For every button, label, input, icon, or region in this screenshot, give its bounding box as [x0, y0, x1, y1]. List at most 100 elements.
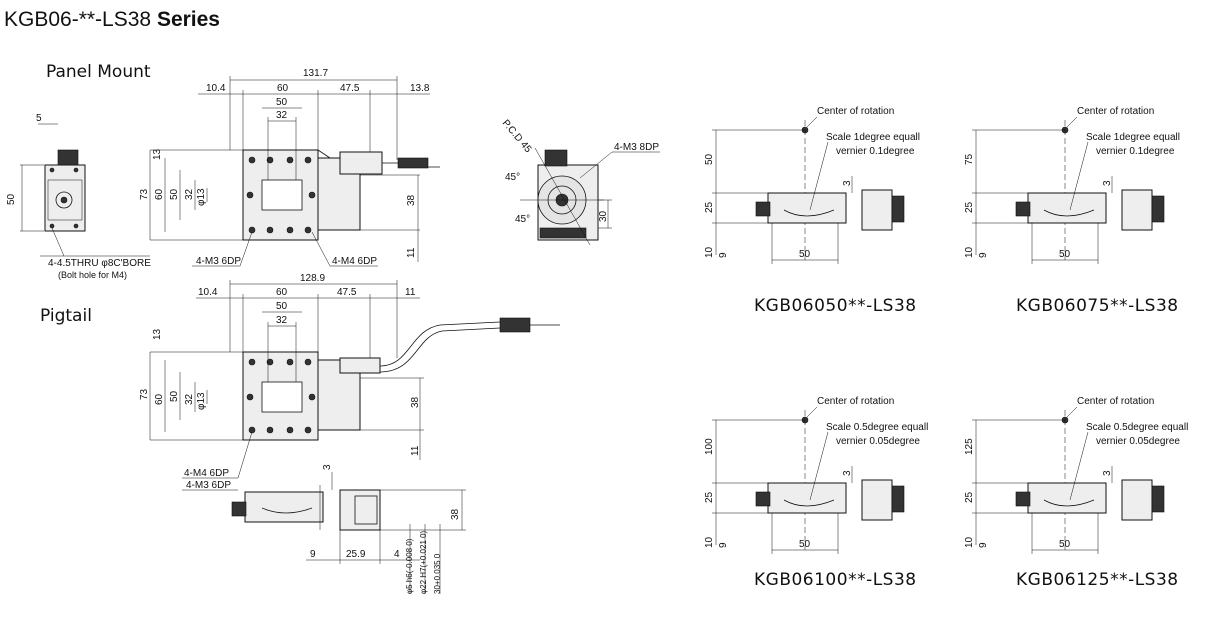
- connector: [1151, 195, 1165, 223]
- connector: [891, 485, 905, 513]
- pig-dim-128-9: 128.9: [300, 273, 325, 284]
- pig-dim-10-4: 10.4: [198, 287, 218, 298]
- dim-25: 25: [964, 491, 975, 503]
- dim-width: 50: [1059, 539, 1071, 550]
- rot-pcd: P.C.D 45: [500, 118, 534, 155]
- pig-left-phi13: φ13: [196, 392, 207, 410]
- dim-47-5: 47.5: [340, 83, 360, 94]
- dim-10: 10: [704, 536, 715, 548]
- rot-angle-2: 45°: [515, 214, 530, 225]
- dim-side-5: 5: [36, 113, 42, 124]
- pig-dim-47-5: 47.5: [337, 287, 357, 298]
- dim-left-phi13: φ13: [196, 188, 207, 206]
- pig-front-25-9: 25.9: [346, 549, 366, 560]
- dim-50: 50: [276, 97, 288, 108]
- stage-body: [767, 482, 847, 514]
- dim-131-7: 131.7: [303, 68, 328, 79]
- dim-25: 25: [704, 201, 715, 213]
- pig-dim-32: 32: [276, 315, 288, 326]
- scale-label: Scale 1degree equall: [1086, 132, 1180, 143]
- note-bolt-m4: (Bolt hole for M4): [58, 270, 127, 280]
- center-leader: [806, 406, 818, 418]
- dim-3: 3: [1102, 180, 1113, 186]
- scale-leader: [809, 141, 829, 211]
- pig-right-38: 38: [410, 396, 421, 408]
- motor-block: [1121, 189, 1153, 231]
- rot-dim-30: 30: [598, 210, 609, 222]
- pig-note-m4: 4-M4 6DP: [184, 468, 229, 479]
- dim-60: 60: [277, 83, 289, 94]
- scale-label: Scale 0.5degree equall: [826, 422, 928, 433]
- scale-leader: [809, 431, 829, 501]
- stage-body: [1027, 192, 1107, 224]
- stage-body: [1027, 482, 1107, 514]
- center-of-rotation-label: Center of rotation: [1077, 106, 1154, 117]
- knob: [1015, 201, 1031, 217]
- scale-arc: [783, 209, 835, 217]
- dim-9: 9: [718, 252, 729, 258]
- dim-width: 50: [799, 539, 811, 550]
- dim-height: 75: [964, 153, 975, 165]
- panel-side-view: 5 50 4-4.5THRU φ8C'BORE (Bolt hole for M…: [6, 113, 151, 280]
- dim-9: 9: [978, 252, 989, 258]
- title-series: Series: [156, 8, 220, 31]
- dim-left-50: 50: [169, 188, 180, 200]
- pig-dim-50: 50: [276, 301, 288, 312]
- knob: [755, 491, 771, 507]
- pig-left-60: 60: [154, 393, 165, 405]
- scale-leader: [1069, 141, 1089, 211]
- vernier-label: vernier 0.05degree: [1096, 436, 1180, 447]
- dim-height: 125: [964, 438, 975, 455]
- dim-25: 25: [964, 201, 975, 213]
- scale-arc: [1043, 499, 1095, 507]
- note-m4-6dp: 4-M4 6DP: [332, 256, 377, 267]
- rot-angle-1: 45°: [505, 172, 520, 183]
- panel-mount-heading: Panel Mount: [46, 62, 151, 82]
- pig-fit-phi5: φ5 h6(-0.008 0): [405, 538, 414, 594]
- dim-height: 50: [704, 153, 715, 165]
- scale-leader: [1069, 431, 1089, 501]
- dim-3: 3: [842, 470, 853, 476]
- pig-fit-30: 30+0.035 0: [433, 553, 442, 594]
- scale-arc: [1043, 209, 1095, 217]
- dim-9: 9: [718, 542, 729, 548]
- pig-left-50: 50: [169, 390, 180, 402]
- panel-top-view: 131.7 10.4 60 47.5 13.8 50 32 13 73 60 5…: [139, 68, 440, 267]
- pig-front-4: 4: [394, 549, 400, 560]
- model-label-1: KGB06050**-LS38: [754, 296, 917, 316]
- pig-front-3: 3: [322, 464, 333, 470]
- dim-left-13: 13: [152, 148, 163, 160]
- dim-10: 10: [704, 246, 715, 258]
- motor-block: [1121, 479, 1153, 521]
- model-label-2: KGB06075**-LS38: [1016, 296, 1179, 316]
- vernier-label: vernier 0.05degree: [836, 436, 920, 447]
- dim-3: 3: [1102, 470, 1113, 476]
- dim-9: 9: [978, 542, 989, 548]
- dim-10: 10: [964, 536, 975, 548]
- knob: [755, 201, 771, 217]
- pig-left-13: 13: [152, 328, 163, 340]
- motor-block: [861, 479, 893, 521]
- title-model: KGB06-**-LS38: [4, 8, 152, 31]
- model-label-4: KGB06125**-LS38: [1016, 570, 1179, 590]
- scale-arc: [783, 499, 835, 507]
- pig-note-m3: 4-M3 6DP: [186, 480, 231, 491]
- knob: [1015, 491, 1031, 507]
- dim-32: 32: [276, 110, 288, 121]
- dim-left-73: 73: [139, 188, 150, 200]
- dim-right-38: 38: [406, 194, 417, 206]
- model-label-3: KGB06100**-LS38: [754, 570, 917, 590]
- dim-3: 3: [842, 180, 853, 186]
- dim-10-4: 10.4: [206, 83, 226, 94]
- stage-body: [767, 192, 847, 224]
- connector: [1151, 485, 1165, 513]
- dim-side-50: 50: [6, 193, 17, 205]
- center-of-rotation-label: Center of rotation: [1077, 396, 1154, 407]
- center-leader: [806, 116, 818, 128]
- motor-block: [861, 189, 893, 231]
- dim-width: 50: [799, 249, 811, 260]
- note-thru-bolt: 4-4.5THRU φ8C'BORE: [48, 258, 151, 269]
